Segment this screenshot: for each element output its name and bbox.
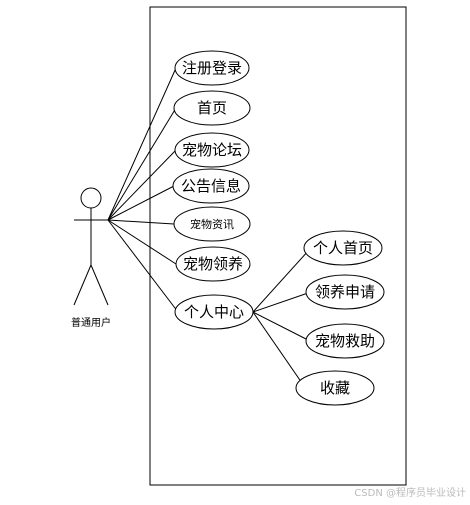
use-case-label: 宠物领养 [183, 255, 243, 273]
actor-head [80, 187, 102, 209]
use-case-label: 注册登录 [182, 59, 242, 77]
use-case-adoption-request[interactable]: 领养申请 [305, 274, 385, 310]
actor-left-leg [73, 264, 92, 306]
actor-associations [107, 67, 179, 313]
assoc-personal-home [252, 249, 310, 313]
use-case-pet-rescue[interactable]: 宠物救助 [305, 323, 385, 359]
use-case-forum[interactable]: 宠物论坛 [174, 132, 250, 168]
use-case-ellipse [174, 50, 250, 86]
use-case-personal-center[interactable]: 个人中心 [174, 294, 254, 330]
use-case-ellipse [303, 230, 383, 266]
use-case-ellipse [305, 274, 385, 310]
use-case-label: 公告信息 [181, 177, 241, 195]
assoc-pet-adoption [107, 219, 177, 265]
assoc-favorites [252, 311, 305, 387]
use-case-ellipse [174, 132, 250, 168]
use-case-ellipse [172, 168, 250, 204]
system-boundary [149, 6, 407, 486]
assoc-home [107, 107, 177, 221]
use-case-label: 个人首页 [313, 239, 373, 257]
sub-associations [252, 249, 310, 387]
assoc-pet-news [107, 219, 175, 225]
use-case-ellipse [174, 294, 254, 330]
use-case-label: 宠物救助 [315, 332, 375, 350]
use-case-label: 宠物论坛 [182, 141, 242, 159]
assoc-announcements [107, 185, 175, 221]
use-case-label: 首页 [197, 99, 227, 117]
use-case-ellipse [175, 246, 251, 282]
use-case-label: 个人中心 [184, 303, 244, 321]
assoc-register-login [107, 67, 177, 221]
use-case-pet-news[interactable]: 宠物资讯 [173, 206, 251, 242]
assoc-pet-rescue [252, 311, 309, 341]
assoc-adoption-request [252, 292, 309, 313]
actor-label: 普通用户 [71, 316, 111, 329]
watermark: CSDN @程序员毕业设计 [354, 486, 466, 499]
use-case-label: 收藏 [320, 379, 350, 397]
actor-user [73, 187, 109, 306]
use-case-personal-home[interactable]: 个人首页 [303, 230, 383, 266]
assoc-personal-center [107, 219, 179, 313]
use-case-label: 领养申请 [315, 283, 375, 301]
use-case-ellipse [173, 90, 251, 126]
assoc-forum [107, 149, 177, 221]
actor-right-leg [90, 264, 109, 306]
use-case-favorites[interactable]: 收藏 [295, 370, 375, 406]
use-case-pet-adoption[interactable]: 宠物领养 [175, 246, 251, 282]
use-case-label: 宠物资讯 [190, 217, 234, 231]
use-case-register-login[interactable]: 注册登录 [174, 50, 250, 86]
use-case-ellipse [305, 323, 385, 359]
use-case-home[interactable]: 首页 [173, 90, 251, 126]
use-case-ellipse [295, 370, 375, 406]
use-case-ellipse [173, 206, 251, 242]
use-case-announcements[interactable]: 公告信息 [172, 168, 250, 204]
